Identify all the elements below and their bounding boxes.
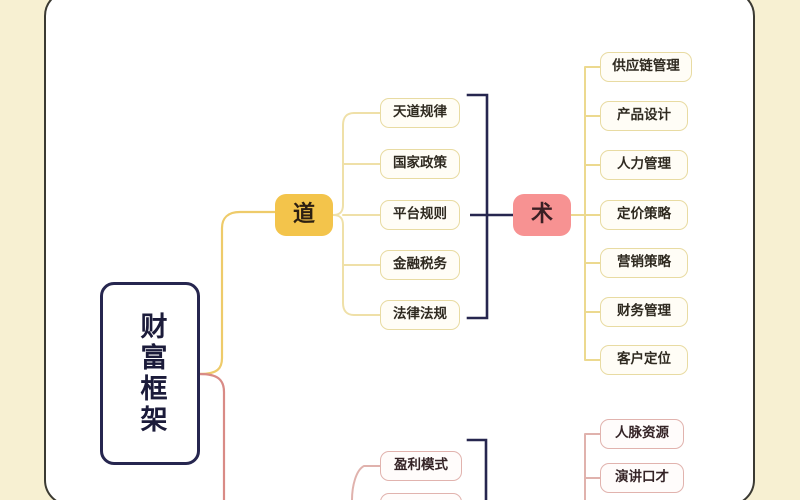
leaf-label: 国家政策 <box>393 155 447 172</box>
leaf-label: 人脉资源 <box>615 425 669 442</box>
leaf-label: 客户定位 <box>617 351 671 368</box>
leaf-label: 定价策略 <box>617 206 671 223</box>
leaf-node-dao-5[interactable]: 法律法规 <box>380 300 460 330</box>
root-node[interactable]: 财富框架 <box>100 282 200 465</box>
leaf-label: 演讲口才 <box>615 469 669 486</box>
leaf-node-dao-1[interactable]: 天道规律 <box>380 98 460 128</box>
leaf-node-lower-2[interactable] <box>380 493 462 500</box>
leaf-label: 人力管理 <box>617 156 671 173</box>
leaf-node-dao-2[interactable]: 国家政策 <box>380 149 460 179</box>
leaf-label: 平台规则 <box>393 206 447 223</box>
leaf-node-shu-6[interactable]: 财务管理 <box>600 297 688 327</box>
leaf-node-lower-right-1[interactable]: 人脉资源 <box>600 419 684 449</box>
leaf-label: 法律法规 <box>393 306 447 323</box>
leaf-node-lower-right-2[interactable]: 演讲口才 <box>600 463 684 493</box>
leaf-label: 财务管理 <box>617 303 671 320</box>
leaf-label: 天道规律 <box>393 104 447 121</box>
hub-node-dao-label: 道 <box>292 201 315 227</box>
leaf-node-shu-7[interactable]: 客户定位 <box>600 345 688 375</box>
hub-node-shu-label: 术 <box>530 201 553 227</box>
leaf-label: 产品设计 <box>617 107 671 124</box>
leaf-label: 营销策略 <box>617 254 671 271</box>
leaf-node-shu-3[interactable]: 人力管理 <box>600 150 688 180</box>
leaf-node-dao-4[interactable]: 金融税务 <box>380 250 460 280</box>
leaf-node-shu-1[interactable]: 供应链管理 <box>600 52 692 82</box>
leaf-node-dao-3[interactable]: 平台规则 <box>380 200 460 230</box>
leaf-label: 盈利模式 <box>394 457 448 474</box>
leaf-node-lower-1[interactable]: 盈利模式 <box>380 451 462 481</box>
hub-node-shu[interactable]: 术 <box>513 194 571 236</box>
leaf-label: 供应链管理 <box>612 58 680 75</box>
leaf-node-shu-4[interactable]: 定价策略 <box>600 200 688 230</box>
leaf-node-shu-2[interactable]: 产品设计 <box>600 101 688 131</box>
root-node-label: 财富框架 <box>135 311 167 436</box>
leaf-node-shu-5[interactable]: 营销策略 <box>600 248 688 278</box>
leaf-label: 金融税务 <box>393 256 447 273</box>
hub-node-dao[interactable]: 道 <box>275 194 333 236</box>
